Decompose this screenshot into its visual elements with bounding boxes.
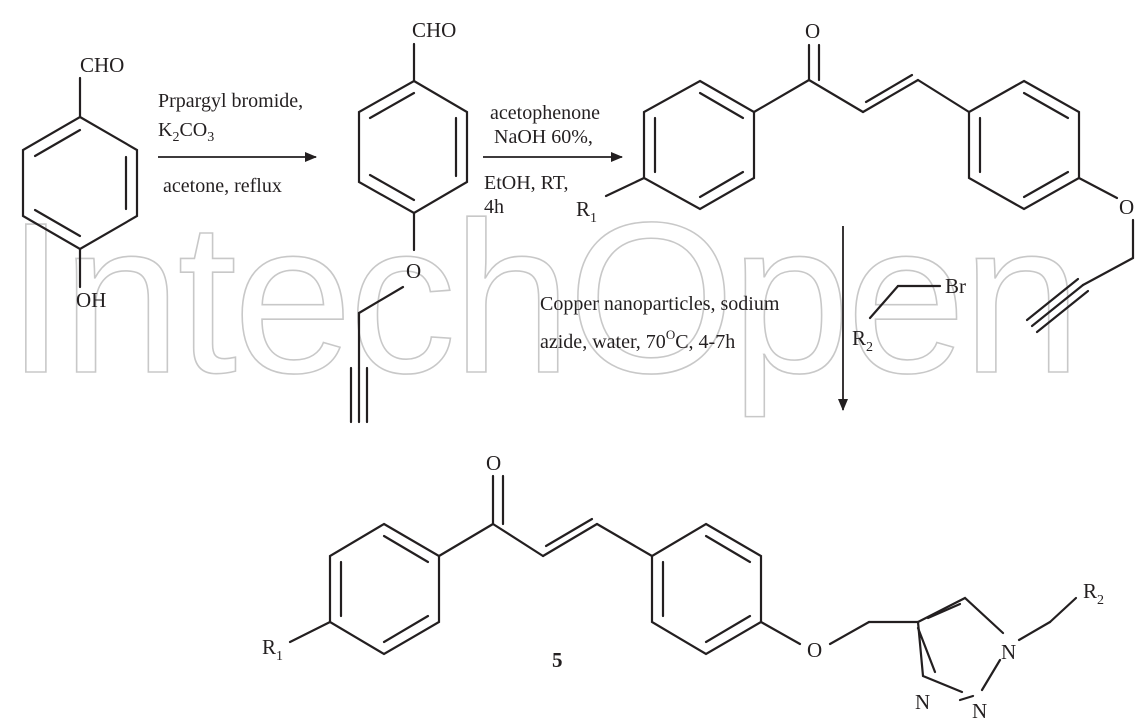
step-2-conditions: acetophenone NaOH 60%, EtOH, RT, 4h	[484, 102, 600, 218]
triazole-n1-label: N	[1001, 640, 1016, 664]
carbonyl-oxygen-label: O	[486, 451, 501, 475]
watermark: IntechOpen	[6, 177, 1078, 418]
compound-4-hydroxybenzaldehyde: CHO OH	[21, 53, 139, 312]
ether-oxygen-label: O	[406, 259, 421, 283]
step-2-base: NaOH 60%,	[494, 126, 593, 148]
step-1-solvent-line: acetone, reflux	[163, 175, 282, 197]
carbonyl-oxygen-label: O	[805, 19, 820, 43]
step-3-catalyst: Copper nanoparticles, sodium	[540, 293, 780, 315]
step-1-conditions: Prpargyl bromide, K2CO3 acetone, reflux	[158, 90, 303, 197]
r2-substituent-label: R2	[1083, 579, 1104, 608]
ether-oxygen-label: O	[1119, 195, 1134, 219]
product-triazole-chalcone: O O R1 5 N N N R2	[262, 451, 1104, 723]
ether-oxygen-label: O	[807, 638, 822, 662]
r1-substituent-label: R1	[262, 635, 283, 664]
step-1-reagent-line-2: K2CO3	[158, 119, 214, 145]
hydroxyl-group-label: OH	[76, 288, 106, 312]
r1-substituent-label: R1	[576, 197, 597, 226]
bromine-label: Br	[945, 274, 966, 298]
compound-propargyloxy-chalcone: O O R1	[576, 19, 1134, 334]
step-2-solvent: EtOH, RT,	[484, 172, 569, 194]
compound-number-label: 5	[552, 648, 563, 672]
cho-group-label: CHO	[412, 18, 456, 42]
step-2-reagent: acetophenone	[490, 102, 600, 124]
cho-group-label: CHO	[80, 53, 124, 77]
step-2-time: 4h	[484, 196, 504, 218]
compound-propargyloxy-benzaldehyde: CHO O	[349, 18, 469, 424]
step-1-reagent-line-1: Prpargyl bromide,	[158, 90, 303, 112]
step-3-conditions-line: azide, water, 70OC, 4-7h	[540, 327, 735, 353]
triazole-n3-label: N	[915, 690, 930, 714]
alkyl-bromide-reagent: Br R2	[852, 274, 966, 355]
r2-substituent-label: R2	[852, 326, 873, 355]
triazole-n2-label: N	[972, 699, 987, 723]
step-3-conditions: Copper nanoparticles, sodium azide, wate…	[540, 293, 780, 353]
